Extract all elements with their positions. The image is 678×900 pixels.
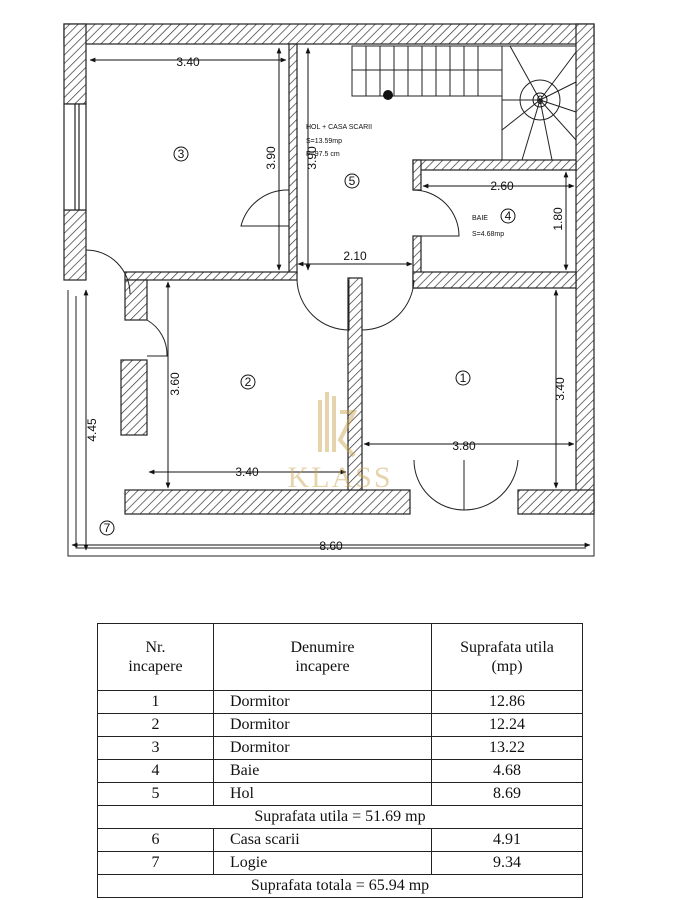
dim-3-90-b: 3.90 <box>305 146 319 170</box>
stair-post <box>383 90 393 100</box>
room-number-1: 1 <box>460 371 467 385</box>
dimension-lines <box>71 47 591 551</box>
dim-3-60: 3.60 <box>168 372 182 396</box>
row-nr: 2 <box>97 713 214 737</box>
hol-title: HOL + CASA SCARII <box>306 124 372 131</box>
baie-title: BAIE <box>472 215 488 222</box>
row-name: Dormitor <box>213 736 432 760</box>
interior-walls <box>120 43 577 491</box>
dim-2-10: 2.10 <box>343 249 367 263</box>
svg-text:KLASS: KLASS <box>287 461 392 494</box>
room-markers <box>99 92 548 536</box>
room-number-3: 3 <box>178 147 185 161</box>
row-area: 9.34 <box>431 851 583 875</box>
room-number-5: 5 <box>349 174 356 188</box>
row-name: Logie <box>213 851 432 875</box>
row-area: 13.22 <box>431 736 583 760</box>
table-row: 3 Dormitor 13.22 <box>97 736 583 760</box>
hol-perimeter: P=97.5 cm <box>306 151 340 158</box>
outer-walls <box>63 23 595 515</box>
row-nr: 4 <box>97 759 214 783</box>
dim-3-90-a: 3.90 <box>264 146 278 170</box>
room-number-4: 4 <box>505 209 512 223</box>
table-row: 4 Baie 4.68 <box>97 759 583 783</box>
row-nr: 7 <box>97 851 214 875</box>
header-nr: Nr.incapere <box>97 623 214 691</box>
row-name: Dormitor <box>213 713 432 737</box>
row-nr: 3 <box>97 736 214 760</box>
dim-8-60: 8.60 <box>319 539 343 553</box>
staircase <box>351 45 577 161</box>
floor-plan: 3.40 3.90 3.90 2.60 1.80 2.10 3.60 3.40 … <box>63 23 595 557</box>
row-name: Dormitor <box>213 690 432 714</box>
baie-area: S=4.68mp <box>472 231 504 238</box>
logia-outline <box>67 290 595 557</box>
total-row: Suprafata totala = 65.94 mp <box>97 874 583 898</box>
subtotal-text: Suprafata utila = 51.69 mp <box>97 805 583 829</box>
room-number-2: 2 <box>245 375 252 389</box>
dim-4-45: 4.45 <box>85 418 99 442</box>
table-row: 7 Logie 9.34 <box>97 851 583 875</box>
row-name: Baie <box>213 759 432 783</box>
dim-3-40-top: 3.40 <box>176 55 200 69</box>
row-name: Hol <box>213 782 432 806</box>
room-number-6: 6 <box>537 93 544 107</box>
row-area: 4.91 <box>431 828 583 852</box>
dim-3-40-bottom: 3.40 <box>235 465 259 479</box>
table-row: 1 Dormitor 12.86 <box>97 690 583 714</box>
header-area: Suprafata utila(mp) <box>431 623 583 691</box>
table-row: 2 Dormitor 12.24 <box>97 713 583 737</box>
dim-2-60: 2.60 <box>490 179 514 193</box>
hol-area: S=13.59mp <box>306 138 342 145</box>
row-nr: 6 <box>97 828 214 852</box>
dim-1-80: 1.80 <box>551 207 565 231</box>
row-nr: 1 <box>97 690 214 714</box>
klass-logo: KLASS <box>287 392 392 494</box>
room-number-7: 7 <box>104 521 111 535</box>
row-area: 12.24 <box>431 713 583 737</box>
dim-3-40-right: 3.40 <box>553 377 567 401</box>
table-row: 5 Hol 8.69 <box>97 782 583 806</box>
subtotal-row: Suprafata utila = 51.69 mp <box>97 805 583 829</box>
row-nr: 5 <box>97 782 214 806</box>
total-text: Suprafata totala = 65.94 mp <box>97 874 583 898</box>
row-area: 12.86 <box>431 690 583 714</box>
left-window <box>63 103 87 211</box>
table-row: 6 Casa scarii 4.91 <box>97 828 583 852</box>
row-area: 8.69 <box>431 782 583 806</box>
row-name: Casa scarii <box>213 828 432 852</box>
dim-3-80: 3.80 <box>452 439 476 453</box>
row-area: 4.68 <box>431 759 583 783</box>
